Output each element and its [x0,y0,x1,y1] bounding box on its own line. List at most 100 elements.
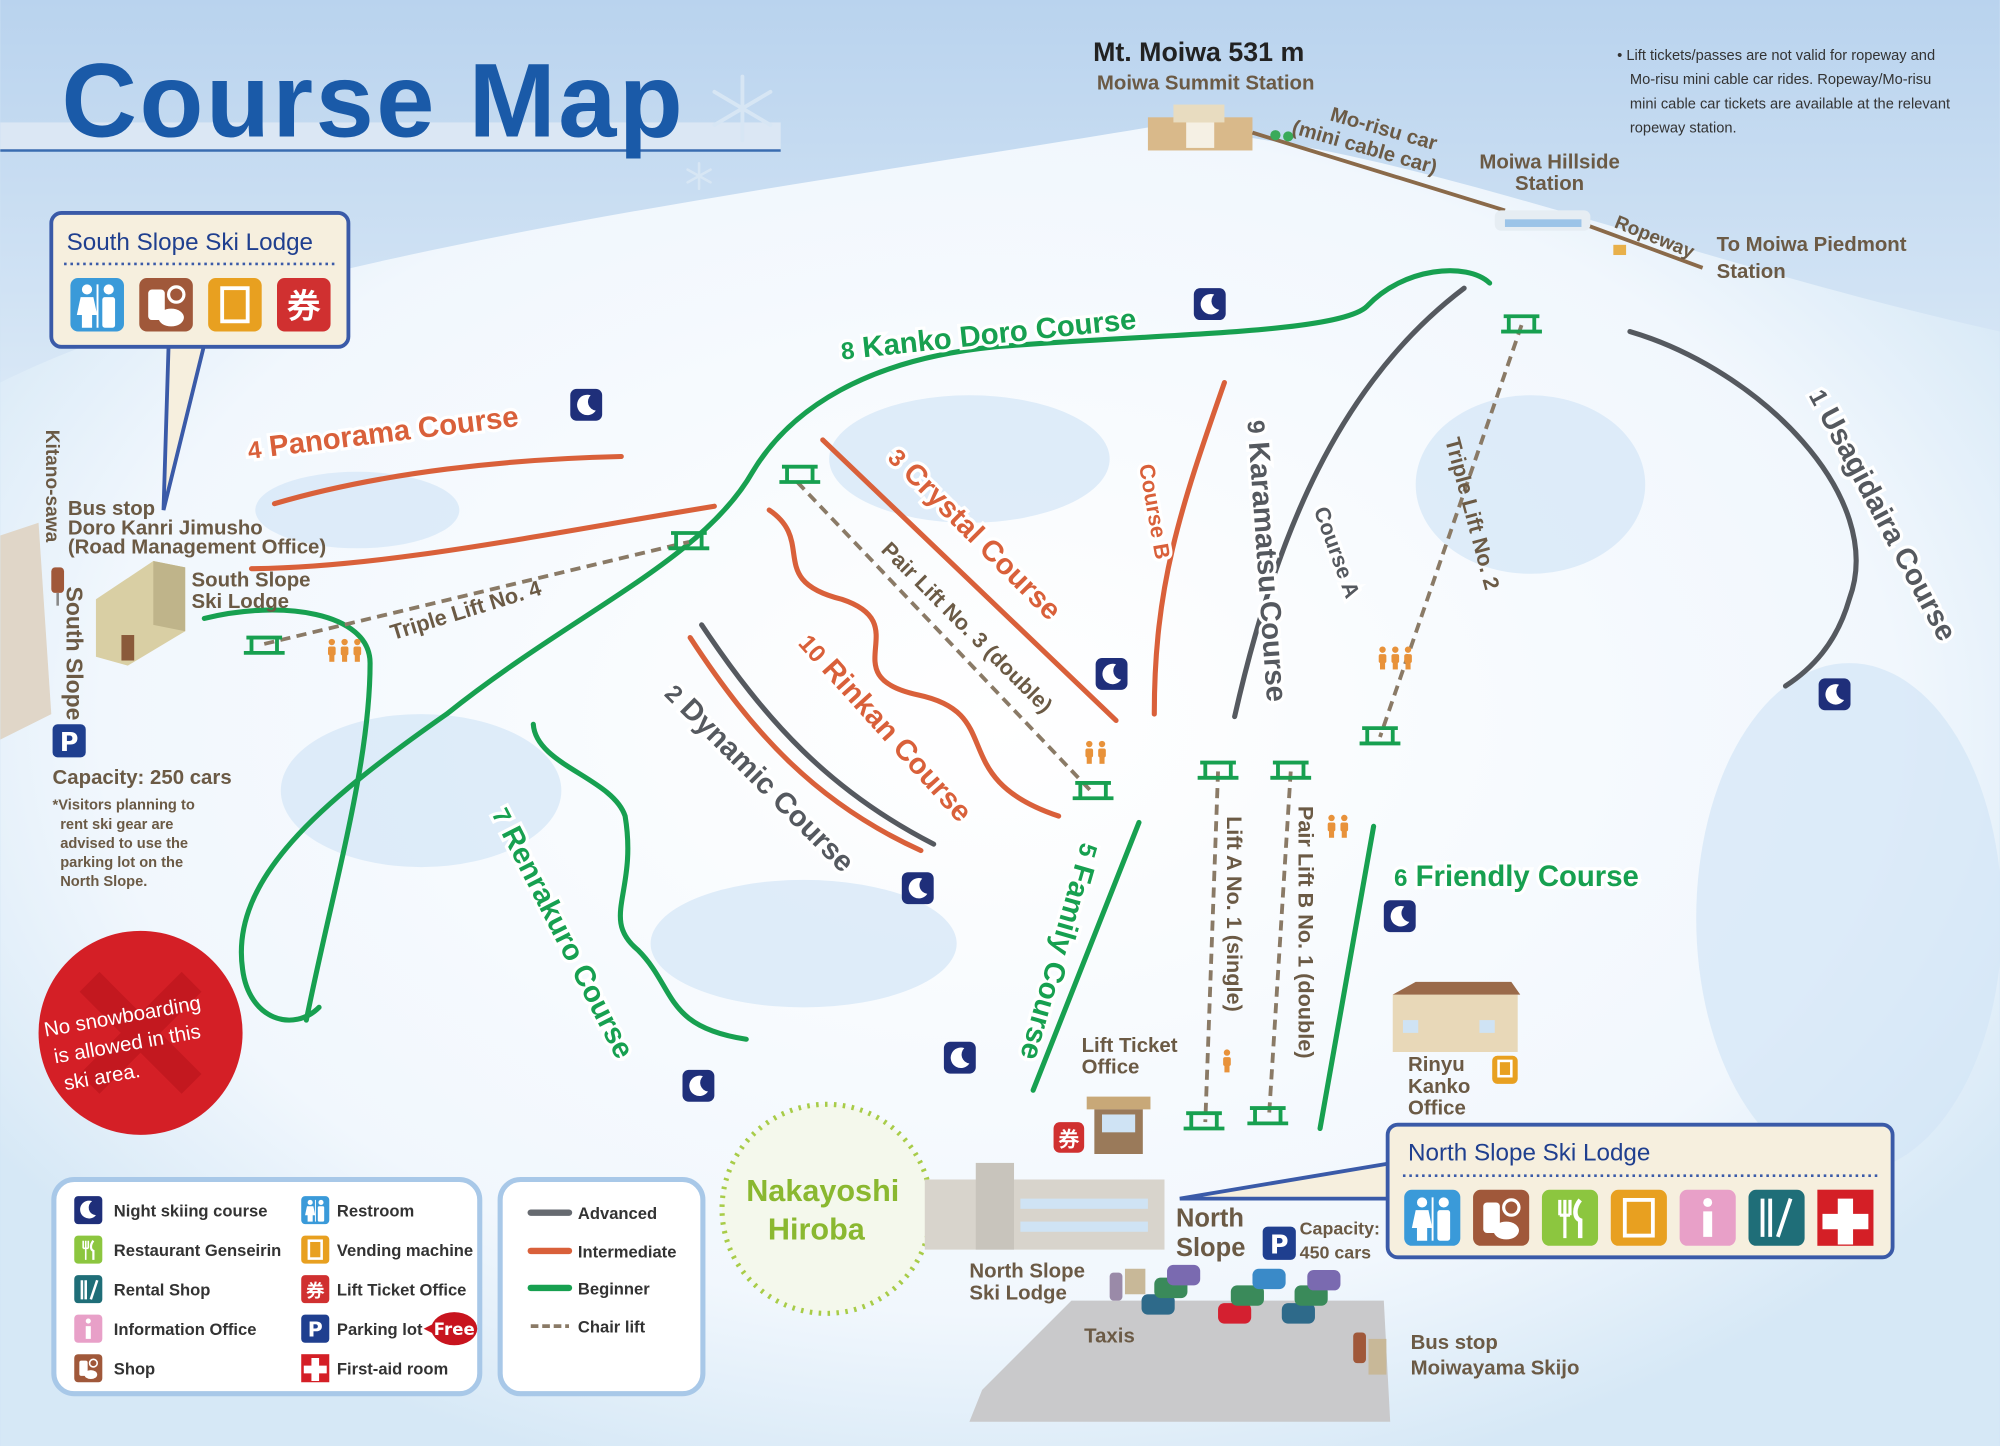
dynamic-course-intermediate-line [687,635,924,854]
legend-icons-box: Night skiing course Restaurant Genseirin… [51,1176,483,1397]
svg-text:First-aid room: First-aid room [337,1360,448,1379]
svg-text:Beginner: Beginner [578,1279,650,1298]
svg-text:P: P [308,1317,323,1341]
svg-text:Rinyu: Rinyu [1408,1054,1465,1076]
lift-ticket-office-building[interactable] [1086,1096,1151,1154]
south-lodge-label-2: Ski Lodge [192,591,289,613]
svg-text:Night skiing course: Night skiing course [114,1201,268,1220]
first-aid-icon [1817,1189,1874,1246]
lift-station-icon [668,531,710,551]
triple-lift-4-line [263,540,690,646]
cable-car-line [1251,130,1506,213]
lift-station-icon [1183,1111,1225,1131]
south-slope-label: South Slope [62,587,88,721]
vending-machine-icon [1610,1189,1667,1246]
lift-ticket-office-label: Lift Ticket [1082,1035,1178,1057]
south-bus-stop-name: Doro Kanri Jimusho [68,517,263,539]
svg-text:Restroom: Restroom [337,1201,414,1220]
south-bus-stop-english: (Road Management Office) [68,536,326,558]
vending-machine-icon [1492,1055,1518,1084]
course-label-friendly[interactable]: 6 Friendly Course [1391,857,1642,896]
svg-text:Restaurant Genseirin: Restaurant Genseirin [114,1241,282,1260]
first-aid-icon [301,1354,330,1383]
lift-station-icon [779,464,821,484]
bus-stop-icon [51,567,65,606]
vending-machine-icon [208,277,262,332]
south-bus-stop-label: Bus stop [68,498,155,520]
south-lodge-info-box[interactable]: South Slope Ski Lodge 券 [49,211,351,349]
south-lodge-title: South Slope Ski Lodge [67,229,313,256]
course-a-line [1232,285,1467,720]
svg-text:P: P [60,728,79,758]
nakayoshi-hiroba[interactable]: Nakayoshi Hiroba [719,1101,934,1316]
svg-text:券: 券 [305,1280,325,1302]
svg-text:Mo-risu mini cable car rides.: Mo-risu mini cable car rides. Ropeway/Mo… [1630,72,1931,88]
gondola-icon [1613,244,1627,256]
parked-cars [1141,1264,1341,1324]
ropeway-line [1580,221,1704,270]
north-lodge-info-box[interactable]: North Slope Ski Lodge [1385,1122,1895,1260]
svg-text:Rental Shop: Rental Shop [114,1281,211,1300]
course-lines [201,268,1859,1132]
svg-text:mini cable car tickets are ava: mini cable car tickets are available at … [1630,96,1950,112]
rental-shop-icon [1748,1189,1805,1246]
night-skiing-icon [682,1069,715,1102]
restroom-icon [1404,1189,1461,1246]
panorama-course-line-2 [248,503,717,572]
south-lodge-label: South Slope [192,570,311,592]
tree-icon [1270,130,1294,142]
svg-text:券: 券 [1059,1127,1080,1151]
parking-icon: P [301,1314,330,1343]
snowflake-icon [686,74,773,190]
shop-icon [74,1354,103,1383]
free-badge: Free [423,1312,478,1346]
north-parking-capacity-2: 450 cars [1300,1243,1372,1263]
svg-text:Vending machine: Vending machine [337,1241,473,1260]
lift-stations [243,314,1542,1131]
south-parking-icon[interactable]: P [52,724,86,758]
night-skiing-icon [570,388,603,421]
svg-text:Intermediate: Intermediate [578,1242,677,1261]
panorama-course-line [271,453,624,507]
south-slope-beginner-line [201,607,373,1023]
svg-text:ropeway station.: ropeway station. [1630,121,1737,137]
pair-lift-3-line [795,480,1092,792]
road [0,522,52,740]
lift-ticket-icon: 券 [1053,1122,1085,1153]
north-lodge-title: North Slope Ski Lodge [1408,1139,1650,1166]
kanko-doro-course-line [238,268,1493,1023]
family-course-line [1030,819,1142,1093]
friendly-course-line [1317,823,1377,1132]
north-lodge-building[interactable] [924,1162,1165,1250]
svg-text:advised to use the: advised to use the [60,836,188,852]
restroom-icon [70,277,124,332]
svg-text:Chair lift: Chair lift [578,1318,646,1337]
svg-text:P: P [1270,1230,1289,1260]
vending-machine-icon [301,1235,330,1264]
snow-shadows [255,395,2000,1174]
hillside-station-label: Moiwa Hillside [1479,151,1620,173]
lift-station-icon [243,635,285,655]
svg-text:*Visitors planning to: *Visitors planning to [53,798,195,814]
svg-text:Lift Ticket Office: Lift Ticket Office [337,1281,466,1300]
south-parking-advice: *Visitors planning to rent ski gear are … [53,798,195,891]
lift-station-icon [1270,760,1312,780]
taxis-label: Taxis [1084,1326,1135,1348]
night-skiing-icon [943,1041,976,1074]
night-skiing-icon [901,872,934,905]
svg-text:Information Office: Information Office [114,1320,257,1339]
shop-icon [139,277,193,332]
lift-ticket-icon: 券 [301,1275,330,1304]
restaurant-icon [1541,1189,1599,1246]
summit-station-building [1147,104,1253,151]
crystal-course-line [820,437,1119,723]
north-parking-capacity: Capacity: [1300,1218,1380,1238]
north-slope-label-2: Slope [1176,1234,1245,1262]
lift-station-icon [1501,314,1542,334]
svg-text:Free: Free [434,1320,475,1339]
north-slope-label: North [1176,1205,1244,1233]
north-parking-icon[interactable]: P [1262,1226,1296,1261]
course-b-line [1151,379,1227,717]
hillside-station-label-2: Station [1515,173,1584,195]
svg-text:Kanko: Kanko [1408,1076,1470,1098]
